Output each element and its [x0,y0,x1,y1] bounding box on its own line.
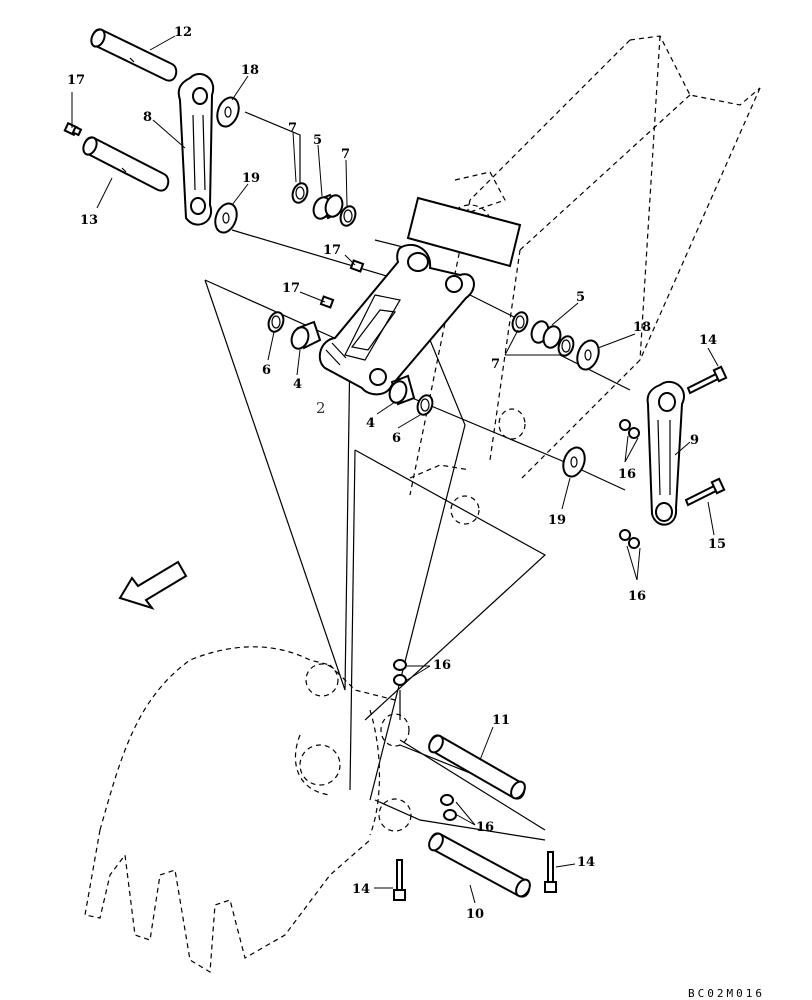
bushing-5a [312,193,344,220]
callout-16: 16 [618,467,636,482]
bolt-14b [393,859,406,901]
seal-6a [267,311,285,333]
seal-7c [511,311,529,333]
bolt-15 [684,477,726,507]
callout-7: 7 [341,147,350,162]
bucket-outline [84,646,412,974]
callout-10: 10 [466,907,484,922]
bushing-4b [388,374,416,406]
nut-16b [619,529,640,549]
callout-17: 17 [323,243,341,258]
callout-15: 15 [708,537,726,552]
arm-shade-plate [406,196,522,268]
callout-17: 17 [282,281,300,296]
grease-fitting-17a [63,121,83,137]
callout-16: 16 [433,658,451,673]
washer-19b [562,446,586,478]
nut-16a [619,419,640,439]
callout-19: 19 [548,513,566,528]
washer-18a [216,96,240,128]
callout-7: 7 [491,357,500,372]
callout-18: 18 [633,320,651,335]
drawing-number: BC02M016 [688,987,765,1000]
pin-13 [82,136,170,192]
callout-16: 16 [628,589,646,604]
bolt-14c [544,851,557,893]
direction-arrow-icon [118,560,188,610]
callout-4: 4 [293,377,302,392]
callout-14: 14 [699,333,717,348]
callout-13: 13 [80,213,98,228]
callout-9: 9 [690,433,699,448]
callout-labels: 12 17 18 8 7 5 7 19 13 17 17 5 18 14 6 4… [67,25,726,922]
seal-6b [416,394,434,416]
link-2 [318,243,475,396]
bushing-5b [530,320,562,349]
pin-10 [428,832,531,898]
callout-14: 14 [577,855,595,870]
bolt-14a [686,365,728,395]
callout-17: 17 [67,73,85,88]
callout-6: 6 [392,431,401,446]
nut-16c [393,659,407,686]
callout-14: 14 [352,882,370,897]
callout-5: 5 [313,133,322,148]
callout-4: 4 [366,416,375,431]
link-9 [646,380,685,526]
bushing-4a [290,320,322,350]
pin-12 [90,28,178,82]
callout-6: 6 [262,363,271,378]
callout-2: 2 [316,399,326,417]
callout-7: 7 [288,121,297,136]
callout-8: 8 [143,110,152,125]
seal-7a [291,182,309,204]
callout-18: 18 [241,63,259,78]
washer-19a [214,202,238,234]
nut-16d [440,794,457,821]
callout-12: 12 [174,25,192,40]
callout-16: 16 [476,820,494,835]
callout-leaders [71,35,719,904]
grease-fitting-17c [319,295,335,309]
callout-5: 5 [576,290,585,305]
callout-11: 11 [492,713,510,728]
pin-11 [428,734,526,800]
link-8 [177,73,215,226]
seal-7b [339,205,357,227]
washer-18b [576,339,600,371]
callout-19: 19 [242,171,260,186]
